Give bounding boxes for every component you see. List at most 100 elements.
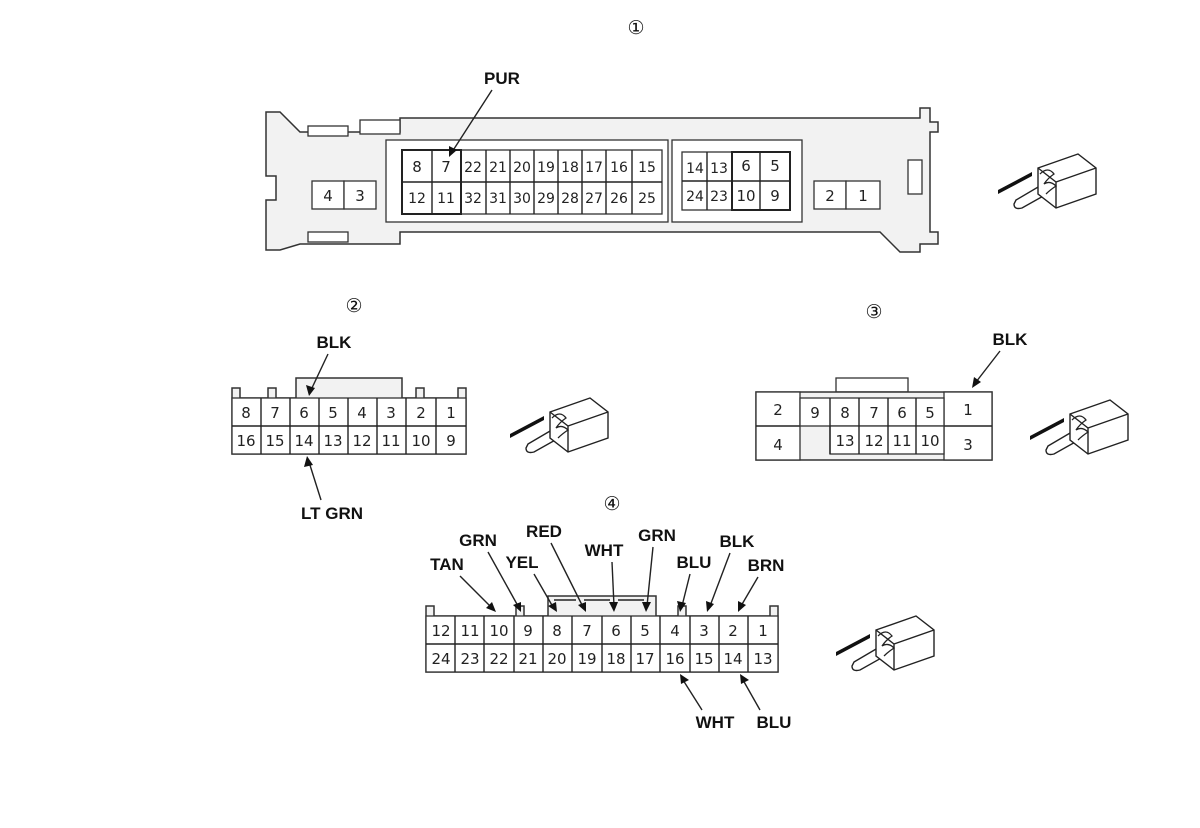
pin: 30 [513, 191, 531, 207]
pin: 19 [577, 650, 596, 668]
pin: 7 [869, 404, 879, 422]
pin: 11 [437, 191, 455, 207]
pin: 24 [431, 650, 450, 668]
connector-3: ③ 2 9 8 7 6 5 1 4 13 12 11 10 3 BLK [755, 301, 1129, 461]
wire-label-red: RED [526, 522, 562, 541]
pin: 24 [686, 189, 704, 205]
pin: 10 [920, 432, 939, 450]
pin: 3 [355, 187, 365, 205]
pin: 15 [638, 160, 656, 176]
connector-3-number: ③ [865, 301, 882, 323]
pin: 20 [513, 160, 531, 176]
pin: 21 [518, 650, 537, 668]
pin: 11 [892, 432, 911, 450]
pin: 17 [585, 160, 603, 176]
pin: 6 [299, 404, 309, 422]
pin: 14 [723, 650, 742, 668]
pin: 9 [446, 432, 456, 450]
pin: 20 [547, 650, 566, 668]
wire-label-yel: YEL [505, 553, 538, 572]
connector-4-number: ④ [603, 493, 620, 515]
wire-label-brn: BRN [748, 556, 785, 575]
wire-label-wht: WHT [585, 541, 624, 560]
pin: 23 [710, 189, 728, 205]
pin: 5 [328, 404, 338, 422]
pin: 9 [810, 404, 820, 422]
pin: 32 [464, 191, 482, 207]
connector-plug-hand-icon [1029, 399, 1129, 456]
pin: 19 [537, 160, 555, 176]
pin: 18 [561, 160, 579, 176]
pin: 16 [610, 160, 628, 176]
pin: 16 [665, 650, 684, 668]
pin: 6 [741, 157, 751, 175]
pin: 8 [241, 404, 251, 422]
pin: 1 [963, 401, 973, 419]
wire-label-blu-2: BLU [757, 713, 792, 732]
connector-1-latch-left [307, 125, 349, 137]
connector-plug-hand-icon [509, 397, 609, 454]
wire-label-grn-2: GRN [638, 526, 676, 545]
pin: 13 [835, 432, 854, 450]
pin: 12 [431, 622, 450, 640]
pin: 11 [381, 432, 400, 450]
pin: 29 [537, 191, 555, 207]
pin: 13 [323, 432, 342, 450]
pin: 2 [728, 622, 738, 640]
wire-label-lt-grn: LT GRN [301, 504, 363, 523]
pin: 10 [489, 622, 508, 640]
pin: 12 [408, 191, 426, 207]
pin: 1 [758, 622, 768, 640]
pin: 2 [773, 401, 783, 419]
pin: 23 [460, 650, 479, 668]
pin: 13 [710, 161, 728, 177]
pin: 11 [460, 622, 479, 640]
pin: 7 [441, 158, 451, 176]
wire-label-blk: BLK [317, 333, 353, 352]
pin: 6 [611, 622, 621, 640]
connector-1-number: ① [627, 17, 644, 39]
pin: 4 [670, 622, 680, 640]
connector-plug-hand-icon [835, 615, 935, 672]
pin: 4 [323, 187, 333, 205]
wire-label-blk: BLK [993, 330, 1029, 349]
pin: 12 [864, 432, 883, 450]
pin: 3 [963, 436, 973, 454]
pin: 6 [897, 404, 907, 422]
pin: 7 [582, 622, 592, 640]
pin: 14 [294, 432, 313, 450]
pin: 16 [236, 432, 255, 450]
pin: 15 [694, 650, 713, 668]
pin: 8 [552, 622, 562, 640]
connector-plug-hand-icon [997, 153, 1097, 210]
connector-1-latch-left-2 [359, 119, 401, 135]
pin: 18 [606, 650, 625, 668]
connector-1-latch-right [907, 159, 923, 195]
pin: 22 [464, 160, 482, 176]
wire-label-blu: BLU [677, 553, 712, 572]
connector-1: ① 4 3 8 7 22 21 20 19 18 17 16 [265, 17, 1097, 253]
pin: 15 [265, 432, 284, 450]
pin: 27 [585, 191, 603, 207]
pin: 10 [411, 432, 430, 450]
pin: 4 [773, 436, 783, 454]
wire-label-grn: GRN [459, 531, 497, 550]
pin: 2 [825, 187, 835, 205]
wire-label-wht-2: WHT [696, 713, 735, 732]
pin: 1 [446, 404, 456, 422]
wire-label-blk: BLK [720, 532, 756, 551]
pin: 9 [523, 622, 533, 640]
wire-label-tan: TAN [430, 555, 464, 574]
pin: 1 [858, 187, 868, 205]
connector-2-number: ② [345, 295, 362, 317]
pin: 31 [489, 191, 507, 207]
pin: 8 [412, 158, 422, 176]
pin: 2 [416, 404, 426, 422]
pin: 28 [561, 191, 579, 207]
pin: 3 [386, 404, 396, 422]
pin: 25 [638, 191, 656, 207]
pin: 12 [352, 432, 371, 450]
connector-3-latch [835, 377, 909, 393]
connector-2: ② 8 7 6 5 4 3 2 1 16 15 14 13 12 11 10 9… [231, 295, 609, 523]
